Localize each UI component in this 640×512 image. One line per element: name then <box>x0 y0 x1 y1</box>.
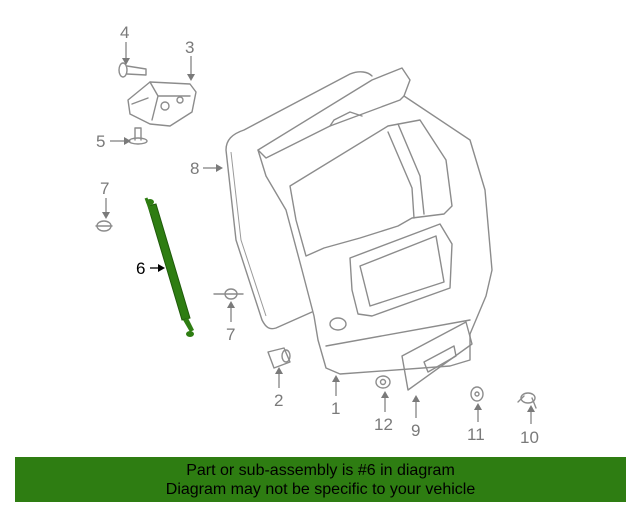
callout-7-lower: 7 <box>226 325 235 344</box>
callout-3: 3 <box>185 38 194 57</box>
ball-stud-lower <box>213 288 244 300</box>
callout-2: 2 <box>274 391 283 410</box>
bolt-part <box>118 62 147 78</box>
grommet-part <box>470 386 484 402</box>
info-banner: Part or sub-assembly is #6 in diagram Di… <box>15 457 626 502</box>
callout-6: 6 <box>136 259 145 278</box>
weatherstrip-part <box>225 71 373 330</box>
hinge-part <box>127 81 197 127</box>
parts-diagram: 4 3 5 8 7 6 7 2 1 12 9 11 10 <box>95 23 539 447</box>
stud-part <box>128 127 148 145</box>
callout-7-upper: 7 <box>100 179 109 198</box>
callout-12: 12 <box>374 415 393 434</box>
callout-4: 4 <box>120 23 129 42</box>
ball-stud-upper <box>95 220 113 232</box>
callout-9: 9 <box>411 421 420 440</box>
lift-support-strut-highlighted[interactable] <box>144 197 194 337</box>
bumper-part <box>267 347 291 369</box>
push-pin-part <box>517 392 537 409</box>
callout-8: 8 <box>190 159 199 178</box>
plate-bracket-part <box>401 321 473 391</box>
liftgate-part <box>257 67 493 375</box>
callout-1: 1 <box>331 399 340 418</box>
banner-line-2: Diagram may not be specific to your vehi… <box>165 481 476 498</box>
callout-10: 10 <box>520 428 539 447</box>
callout-5: 5 <box>96 132 105 151</box>
banner-line-1: Part or sub-assembly is #6 in diagram <box>186 462 455 479</box>
leader-lines <box>102 42 535 424</box>
screw-part-12 <box>375 375 391 389</box>
callout-11: 11 <box>467 425 485 444</box>
